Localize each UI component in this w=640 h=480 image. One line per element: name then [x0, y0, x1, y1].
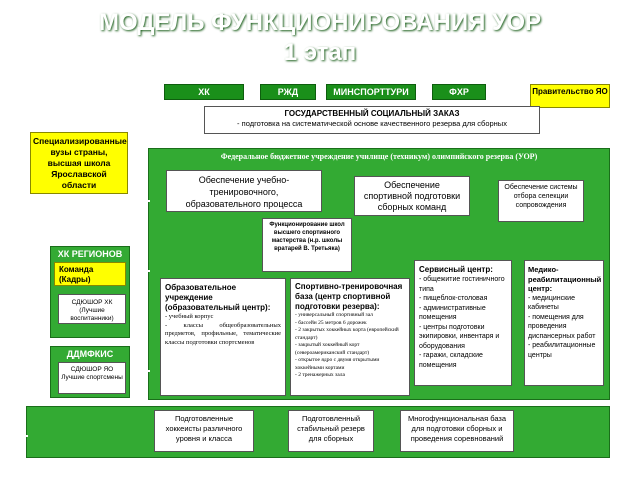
- coaches-school-box: Функционирование школ высшего спортивног…: [262, 218, 352, 272]
- education-center-item: - учебный корпус: [165, 313, 214, 320]
- sport-base-title: Спортивно-тренировочная база (центр спор…: [295, 282, 403, 311]
- top-box-minsport: МИНСПОРТТУРИ: [326, 84, 416, 100]
- page-title-line1: МОДЕЛЬ ФУНКЦИОНИРОВАНИЯ УОР: [98, 9, 542, 36]
- sport-base-item: - 2 закрытых хоккейных корта (европейски…: [295, 327, 399, 341]
- service-center-item: - пищеблок-столовая: [419, 295, 488, 302]
- medical-center-box: Медико-реабилитационный центр: - медицин…: [524, 260, 604, 386]
- top-box-rzd: РЖД: [260, 84, 316, 100]
- top-box-fhr: ФХР: [432, 84, 486, 100]
- education-center-item: - классы общеобразовательных предметов, …: [165, 321, 281, 346]
- medical-center-item: - реабилитационные центры: [528, 342, 596, 359]
- service-center-box: Сервисный центр: - общежитие гостиничног…: [414, 260, 512, 386]
- sport-base-item: - 2 тренажерных зала: [295, 372, 345, 378]
- service-center-item: - административные помещения: [419, 304, 486, 322]
- bottom-box-reserve: Подготовленный стабильный резерв для сбо…: [288, 410, 374, 452]
- sport-base-item: - бассейн 25 метров 6 дорожек: [295, 319, 367, 326]
- medical-center-item: - медицинские кабинеты: [528, 294, 575, 312]
- service-center-item: - общежитие гостиничного типа: [419, 276, 505, 293]
- team-box: Команда (Кадры): [54, 262, 126, 286]
- sport-base-item: - закрытый хоккейный корт (североамерика…: [295, 342, 370, 356]
- education-center-box: Образовательное учреждение (образователь…: [160, 278, 286, 396]
- medical-center-item: - помещения для проведения диспансерных …: [528, 313, 596, 340]
- edu-training-box: Обеспечение учебно-тренировочного, образ…: [166, 170, 322, 212]
- service-center-title: Сервисный центр:: [419, 265, 493, 274]
- hk-regions-label: ХК РЕГИОНОВ: [57, 249, 123, 259]
- connector-line: [130, 270, 150, 272]
- sdyushor-hk-box: СДЮШОР ХК (Лучшие воспитанники): [58, 294, 126, 324]
- sport-base-item: - универсальный спортивный зал: [295, 312, 373, 318]
- top-box-government: Правительство ЯО: [530, 84, 610, 108]
- sdyushor-yao-box: СДЮШОР ЯО Лучшие спортсмены: [58, 362, 126, 394]
- page-title: МОДЕЛЬ ФУНКЦИОНИРОВАНИЯ УОР 1 этап: [40, 8, 600, 68]
- service-center-item: - центры подготовки экипировки, инвентар…: [419, 323, 500, 350]
- page-title-line2: 1 этап: [283, 39, 357, 66]
- education-center-title: Образовательное учреждение (образователь…: [165, 283, 271, 312]
- medical-center-title: Медико-реабилитационный центр:: [528, 265, 602, 293]
- gov-order-text: - подготовка на систематической основе к…: [237, 119, 507, 128]
- connector-line: [130, 200, 150, 202]
- connector-line: [14, 435, 28, 437]
- connector-line: [130, 370, 150, 372]
- connector-line: [14, 195, 16, 435]
- ddmfkis-label: ДДМФКИС: [66, 349, 114, 359]
- service-center-item: - гаражи, складские помещения: [419, 352, 483, 369]
- top-box-hk: ХК: [164, 84, 244, 100]
- gov-order-box: ГОСУДАРСТВЕННЫЙ СОЦИАЛЬНЫЙ ЗАКАЗ - подго…: [204, 106, 540, 134]
- selection-box: Обеспечение системы отбора селекции сопр…: [498, 180, 584, 222]
- gov-order-title: ГОСУДАРСТВЕННЫЙ СОЦИАЛЬНЫЙ ЗАКАЗ: [284, 109, 460, 118]
- sport-base-box: Спортивно-тренировочная база (центр спор…: [290, 278, 410, 396]
- sport-training-box: Обеспечение спортивной подготовки сборны…: [354, 176, 470, 216]
- sport-base-item: - открытое ядро с двумя открытыми хоккей…: [295, 357, 380, 371]
- bottom-box-players: Подготовленные хоккеисты различного уров…: [154, 410, 254, 452]
- federal-title: Федеральное бюджетное учреждение училище…: [220, 152, 538, 161]
- bottom-box-base: Многофункциональная база для подготовки …: [400, 410, 514, 452]
- universities-box: Специализированные вузы страны, высшая ш…: [30, 132, 128, 194]
